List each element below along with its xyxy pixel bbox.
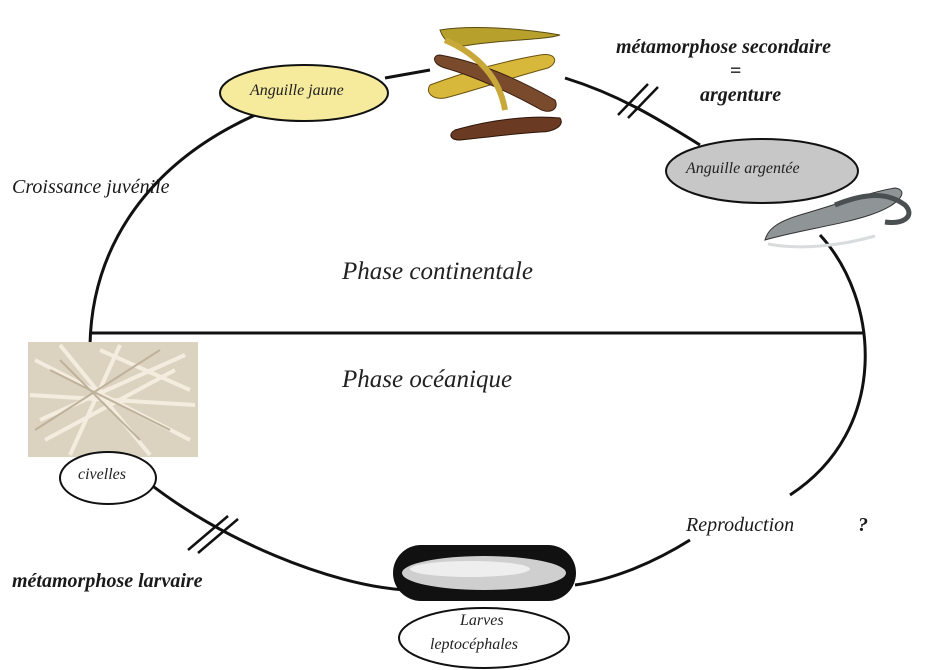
cycle-arc-bottom-right — [575, 540, 690, 585]
glass-eels-label: civelles — [78, 466, 126, 484]
cycle-arc-top — [385, 70, 430, 78]
cycle-arc-right — [790, 235, 865, 495]
larval-metamorphosis-label: métamorphose larvaire — [12, 570, 203, 593]
cycle-arc-growth — [90, 112, 262, 345]
leptocephalus-larva-image — [393, 545, 576, 601]
reproduction-label: Reproduction — [686, 514, 794, 537]
continental-phase-title: Phase continentale — [342, 258, 533, 286]
silver-eel-label: Anguille argentée — [686, 160, 800, 178]
larvae-label-line1: Larves — [460, 612, 504, 630]
equals-sign: = — [730, 60, 741, 83]
reproduction-unknown-mark: ? — [858, 514, 868, 537]
glass-eels-image — [28, 342, 198, 457]
secondary-metamorphosis-label: métamorphose secondaire — [616, 36, 831, 59]
yellow-eel-label: Anguille jaune — [250, 82, 344, 100]
oceanic-phase-title: Phase océanique — [342, 366, 512, 394]
larvae-label-line2: leptocéphales — [430, 636, 518, 654]
juvenile-growth-label: Croissance juvénile — [12, 176, 170, 199]
yellow-eels-image — [428, 28, 561, 140]
silvering-label: argenture — [700, 84, 781, 107]
cycle-arc-silvering — [565, 78, 700, 145]
